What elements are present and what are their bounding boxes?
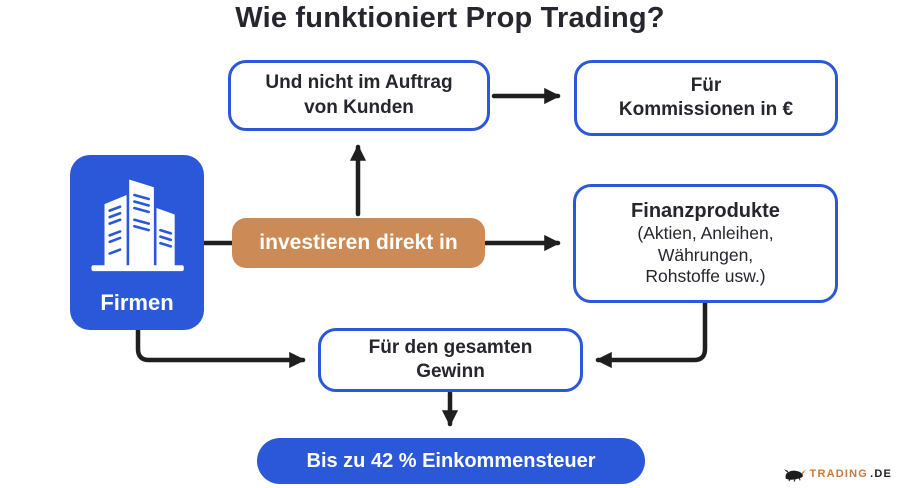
bull-icon: [783, 469, 806, 482]
finanz-line-1: (Aktien, Anleihen,: [637, 223, 774, 244]
node-einkommensteuer: Bis zu 42 % Einkommensteuer: [257, 438, 645, 484]
arrow-firmen-to-gewinn: [135, 326, 306, 369]
commissions-line-1: Für: [690, 74, 722, 96]
logo-brand-text: TRADING: [809, 467, 869, 480]
gewinn-line-2: Gewinn: [416, 361, 485, 382]
node-nicht-im-auftrag: Und nicht im Auftrag von Kunden: [228, 60, 490, 131]
node-finanzprodukte: Finanzprodukte (Aktien, Anleihen, Währun…: [573, 184, 838, 303]
gewinn-line-1: Für den gesamten: [368, 336, 533, 358]
page-title: Wie funktioniert Prop Trading?: [235, 2, 665, 34]
trading-de-logo: TRADING.DE: [782, 465, 892, 482]
node-gesamter-gewinn: Für den gesamten Gewinn: [318, 328, 583, 392]
node-kommissionen: Für Kommissionen in €: [574, 60, 838, 136]
node-investieren-direkt-in: investieren direkt in: [232, 218, 485, 268]
buildings-icon: [91, 179, 184, 272]
arrow-finanz-to-gewinn: [595, 299, 708, 369]
finanz-title: Finanzprodukte: [631, 200, 780, 223]
node-firmen: Firmen: [70, 155, 204, 330]
firmen-label: Firmen: [100, 290, 174, 315]
finanz-line-2: Währungen,: [657, 244, 754, 265]
logo-tld-text: .DE: [870, 467, 892, 480]
not-clients-line-1: Und nicht im Auftrag: [265, 72, 453, 94]
finanz-line-3: Rohstoffe usw.): [645, 266, 766, 287]
commissions-line-2: Kommissionen in €: [618, 99, 794, 120]
not-clients-line-2: von Kunden: [304, 96, 414, 118]
tax-label: Bis zu 42 % Einkommensteuer: [306, 449, 596, 472]
invest-label: investieren direkt in: [259, 231, 458, 254]
